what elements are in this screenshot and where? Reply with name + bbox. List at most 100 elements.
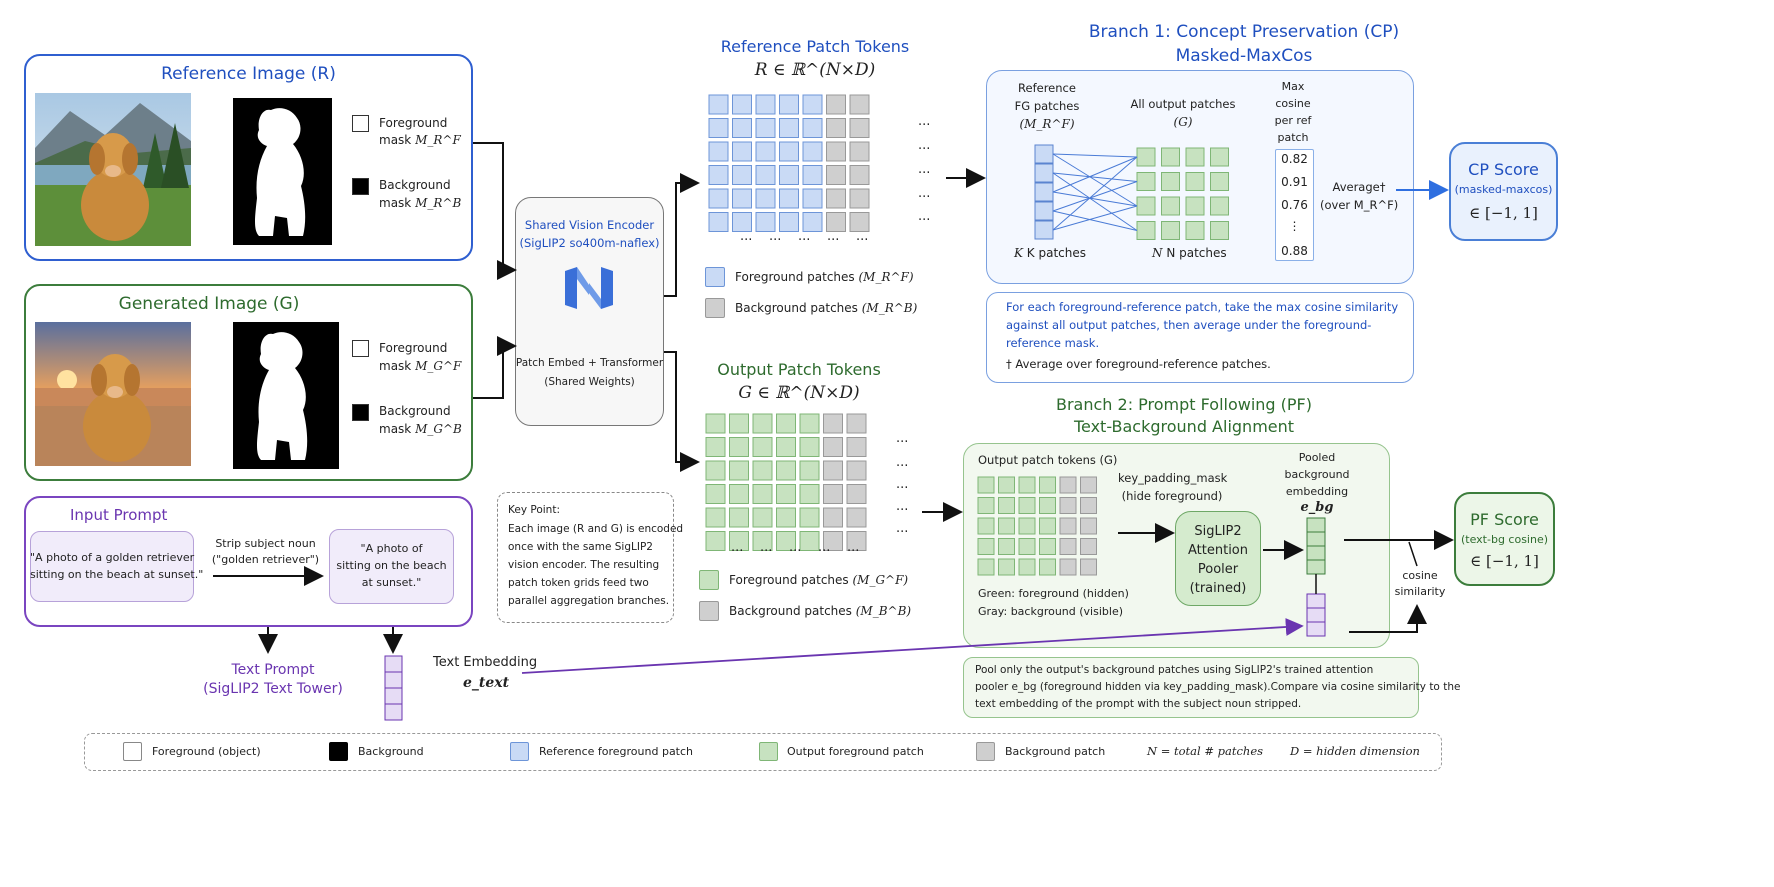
max-cosine-label: per ref bbox=[1274, 114, 1312, 127]
key-point-note bbox=[497, 492, 674, 623]
background-patch bbox=[1059, 476, 1077, 494]
gray-note: Gray: background (visible) bbox=[978, 605, 1123, 618]
cosine-similarity-label: cosine bbox=[1402, 569, 1438, 582]
background-patch bbox=[823, 531, 843, 551]
legend-out-fg-swatch bbox=[759, 742, 778, 761]
foreground-patch bbox=[708, 141, 729, 162]
ref-fg-legend: Foreground patches (M_R^F) bbox=[735, 270, 914, 284]
foreground-patch bbox=[729, 437, 749, 457]
foreground-patch bbox=[732, 212, 752, 232]
arrow-encoder-to-out-tokens bbox=[664, 351, 700, 472]
foreground-patch bbox=[732, 118, 752, 138]
text-embedding-column bbox=[384, 655, 403, 721]
key-point-line: once with the same SigLIP2 bbox=[508, 541, 653, 553]
background-patch bbox=[846, 507, 867, 528]
text-embedding-cell bbox=[384, 655, 403, 673]
legend-panel bbox=[84, 733, 1442, 771]
cp-score-title: CP Score bbox=[1468, 160, 1539, 179]
generated-mask-image bbox=[233, 322, 339, 469]
match-line bbox=[1052, 181, 1138, 212]
foreground-patch bbox=[708, 165, 729, 185]
foreground-patch bbox=[776, 413, 796, 434]
n-patches-label: N N patches bbox=[1152, 246, 1227, 260]
output-tokens-math: G ∈ ℝ^(N×D) bbox=[738, 383, 860, 403]
output-patch bbox=[1185, 172, 1205, 191]
foreground-patch bbox=[752, 460, 773, 481]
reference-fg-patch bbox=[1034, 182, 1054, 202]
foreground-patch bbox=[779, 165, 799, 185]
ellipsis: ··· bbox=[896, 481, 909, 496]
foreground-patch bbox=[755, 165, 776, 185]
max-cosine-value: 0.76 bbox=[1281, 198, 1308, 212]
shared-vision-encoder bbox=[515, 197, 664, 426]
foreground-patch bbox=[977, 497, 995, 514]
green-note: Green: foreground (hidden) bbox=[978, 587, 1129, 600]
match-line bbox=[1052, 191, 1138, 207]
text-embedding-math: e_text bbox=[463, 675, 510, 691]
foreground-patch bbox=[732, 188, 752, 209]
foreground-patch bbox=[1039, 497, 1056, 514]
match-line bbox=[1052, 156, 1138, 193]
background-patch bbox=[823, 507, 843, 528]
foreground-patch bbox=[1039, 538, 1056, 555]
foreground-swatch bbox=[352, 340, 369, 357]
out-bg-legend: Background patches (M_B^B) bbox=[729, 604, 912, 618]
encoder-model: (SigLIP2 so400m-naflex) bbox=[519, 236, 660, 250]
ref-bg-mask: mask M_R^B bbox=[379, 196, 462, 210]
pf-score-box bbox=[1454, 492, 1555, 586]
background-patch bbox=[1059, 538, 1077, 555]
arrow-text-to-cosine bbox=[1349, 604, 1427, 633]
ellipsis: ··· bbox=[847, 544, 860, 559]
background-patch bbox=[846, 437, 867, 457]
match-line bbox=[1052, 156, 1138, 231]
branch1-title: Branch 1: Concept Preservation (CP) bbox=[1088, 22, 1400, 42]
foreground-patch bbox=[729, 531, 749, 551]
key-point-line: patch token grids feed two bbox=[508, 577, 649, 589]
reference-fg-patch bbox=[1034, 163, 1054, 183]
stripped-prompt-line2: sitting on the beach bbox=[336, 559, 447, 572]
foreground-patch bbox=[977, 517, 995, 535]
foreground-patch bbox=[732, 141, 752, 162]
background-patch bbox=[1080, 538, 1097, 555]
text-embedding-cell bbox=[1306, 593, 1326, 609]
reference-fg-patch bbox=[1034, 220, 1054, 240]
ellipsis: ··· bbox=[818, 544, 831, 559]
average-label: Average† bbox=[1332, 180, 1386, 194]
match-line bbox=[1052, 172, 1138, 231]
branch2-tokens-label: Output patch tokens (G) bbox=[978, 453, 1118, 467]
stripped-prompt-box bbox=[329, 529, 454, 604]
cp-score-subtitle: (masked-maxcos) bbox=[1454, 183, 1553, 196]
output-tokens-title: Output Patch Tokens bbox=[717, 360, 881, 379]
background-patch bbox=[1059, 517, 1077, 535]
branch2-token-grid bbox=[977, 476, 1097, 576]
ref-fg-legend-swatch bbox=[705, 267, 725, 287]
key-point-line: parallel aggregation branches. bbox=[508, 595, 670, 607]
ellipsis: ··· bbox=[827, 233, 840, 248]
arrow-encoder-to-ref-tokens bbox=[664, 173, 700, 297]
ref-bg-label: Background bbox=[379, 178, 451, 192]
reference-tokens-math: R ∈ ℝ^(N×D) bbox=[754, 60, 876, 80]
foreground-patch bbox=[779, 118, 799, 138]
output-patch bbox=[1185, 221, 1205, 240]
match-line bbox=[1052, 210, 1138, 231]
legend-ref-fg-swatch bbox=[510, 742, 529, 761]
input-prompt-panel bbox=[24, 496, 473, 627]
foreground-patch bbox=[1018, 497, 1036, 514]
output-token-grid bbox=[705, 413, 867, 551]
foreground-patch bbox=[779, 141, 799, 162]
foreground-patch bbox=[799, 507, 820, 528]
background-patch bbox=[846, 460, 867, 481]
foreground-patch bbox=[729, 507, 749, 528]
attention-pooler-label: Pooler bbox=[1197, 562, 1239, 577]
output-patch bbox=[1185, 196, 1205, 216]
encoder-arch: Patch Embed + Transformer bbox=[515, 357, 664, 369]
foreground-patch bbox=[776, 484, 796, 504]
output-patch bbox=[1136, 147, 1156, 167]
arrow-gen-to-encoder bbox=[473, 336, 517, 399]
background-patch bbox=[826, 165, 846, 185]
pooled-embedding-cell bbox=[1306, 517, 1326, 533]
ellipsis: ··· bbox=[896, 435, 909, 450]
legend-bg-patch-swatch bbox=[976, 742, 995, 761]
pf-score-range: ∈ [−1, 1] bbox=[1470, 552, 1539, 570]
